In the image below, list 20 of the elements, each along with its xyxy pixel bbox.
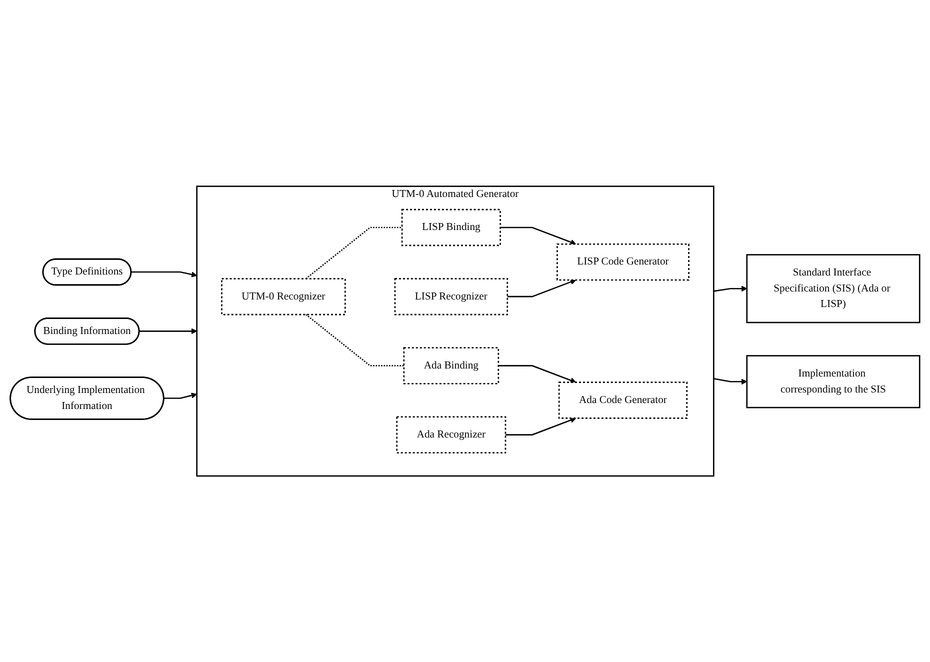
node-box: Standard Interface Specification (SIS) (Ada or LISP): [746, 254, 920, 324]
arrow: [500, 226, 576, 245]
node-box: Implementation corresponding to the SIS: [746, 354, 920, 408]
node-box: UTM-0 Recognizer: [221, 278, 346, 316]
node-box: LISP Code Generator: [556, 243, 690, 280]
arrow: [131, 271, 198, 278]
arrow: [507, 278, 576, 298]
arrow: [506, 417, 576, 436]
arrow: [714, 286, 748, 292]
arrow: [498, 364, 576, 383]
node-box: LISP Recognizer: [394, 278, 508, 316]
arrow: [139, 328, 198, 334]
node-box: Ada Recognizer: [396, 416, 506, 454]
node-box: Ada Binding: [403, 346, 500, 384]
connector: [306, 314, 404, 366]
node-box: Ada Code Generator: [558, 381, 688, 419]
arrow: [164, 392, 198, 399]
node-box: LISP Binding: [401, 208, 501, 246]
connector: [306, 226, 402, 280]
arrow: [714, 378, 748, 384]
